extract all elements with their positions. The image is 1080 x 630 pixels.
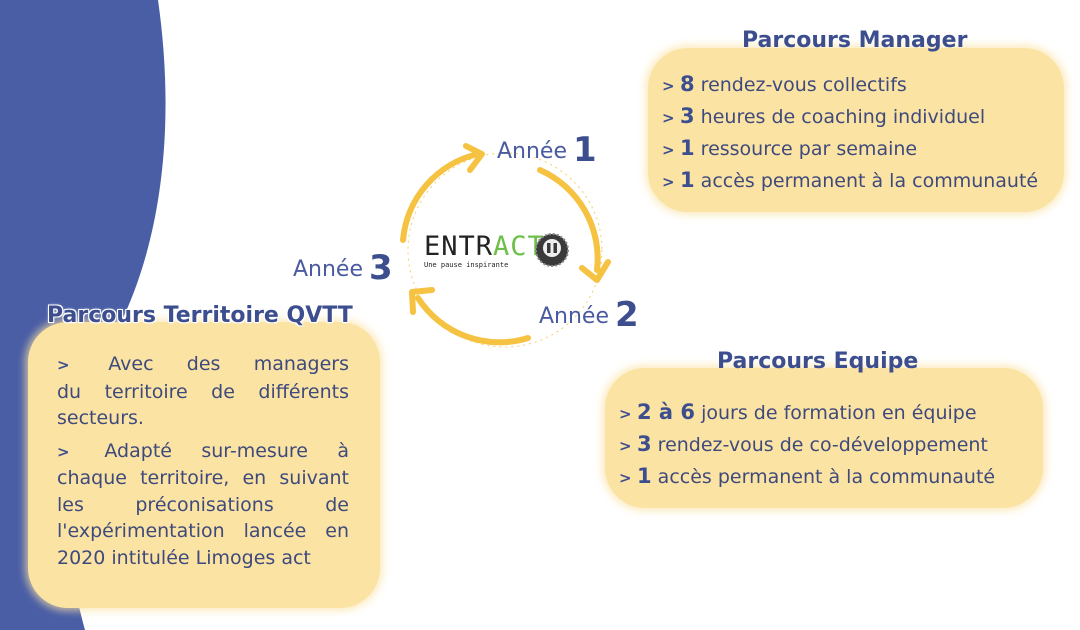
entract-logo: ENTRACT Une pause inspirante — [424, 232, 574, 277]
chevron-right-icon: > — [662, 77, 675, 95]
territoire-box — [28, 322, 380, 608]
territoire-line: les préconisations de — [57, 493, 349, 516]
year-number: 3 — [369, 248, 393, 288]
chevron-right-icon: > — [662, 141, 675, 159]
territoire-line: secteurs. — [57, 407, 144, 429]
logo-wordmark-act: ACT — [493, 231, 545, 262]
year-word: Année — [497, 139, 568, 164]
item-text: jours de formation en équipe — [701, 402, 977, 424]
list-item: >1 accès permanent à la communauté — [619, 460, 995, 492]
item-number: 3 — [680, 104, 695, 128]
manager-title: Parcours Manager — [742, 28, 968, 53]
territoire-line: chaque territoire, en suivant — [57, 467, 349, 489]
item-text: rendez-vous collectifs — [700, 74, 907, 96]
item-text: accès permanent à la communauté — [700, 170, 1039, 192]
list-item: >8 rendez-vous collectifs — [662, 68, 1038, 100]
item-text: accès permanent à la communauté — [657, 466, 996, 488]
item-text: heures de coaching individuel — [700, 106, 986, 128]
chevron-right-icon: > — [619, 469, 632, 487]
territoire-title: Parcours Territoire QVTT — [47, 303, 353, 328]
manager-list: >8 rendez-vous collectifs >3 heures de c… — [662, 68, 1038, 196]
chevron-right-icon: > — [57, 442, 70, 461]
chevron-right-icon: > — [662, 109, 675, 127]
item-text: ressource par semaine — [700, 138, 918, 160]
logo-tagline: Une pause inspirante — [424, 261, 509, 269]
list-item: >1 accès permanent à la communauté — [662, 164, 1038, 196]
item-number: 1 — [637, 464, 652, 488]
manager-box — [648, 48, 1064, 212]
item-number: 3 — [637, 432, 652, 456]
territoire-line: > Avec des managers — [57, 351, 349, 379]
item-text: rendez-vous de co-développement — [657, 434, 988, 456]
list-item: >3 rendez-vous de co-développement — [619, 428, 995, 460]
item-number: 2 à 6 — [637, 400, 696, 424]
chevron-right-icon: > — [662, 173, 675, 191]
year-number: 2 — [615, 295, 639, 335]
pause-button-icon — [535, 233, 569, 267]
territoire-line: l'expérimentation lancée en — [57, 520, 349, 542]
year-number: 1 — [573, 130, 597, 170]
territoire-line: du territoire de différents — [57, 380, 349, 403]
equipe-box — [605, 368, 1043, 508]
list-item: >1 ressource par semaine — [662, 132, 1038, 164]
item-number: 1 — [680, 168, 695, 192]
equipe-list: >2 à 6 jours de formation en équipe >3 r… — [619, 396, 995, 492]
territoire-text: > Avec des managers du territoire de dif… — [57, 351, 349, 571]
item-number: 8 — [680, 72, 695, 96]
list-item: >2 à 6 jours de formation en équipe — [619, 396, 995, 428]
chevron-right-icon: > — [619, 437, 632, 455]
logo-wordmark-entr: ENTR — [424, 231, 494, 262]
chevron-right-icon: > — [619, 405, 632, 423]
year-word: Année — [293, 257, 364, 282]
list-item: >3 heures de coaching individuel — [662, 100, 1038, 132]
territoire-line: 2020 intitulée Limoges act — [57, 546, 311, 569]
item-number: 1 — [680, 136, 695, 160]
year-word: Année — [539, 304, 610, 329]
chevron-right-icon: > — [57, 356, 70, 374]
territoire-line: > Adapté sur-mesure à — [57, 438, 349, 466]
equipe-title: Parcours Equipe — [717, 349, 919, 374]
